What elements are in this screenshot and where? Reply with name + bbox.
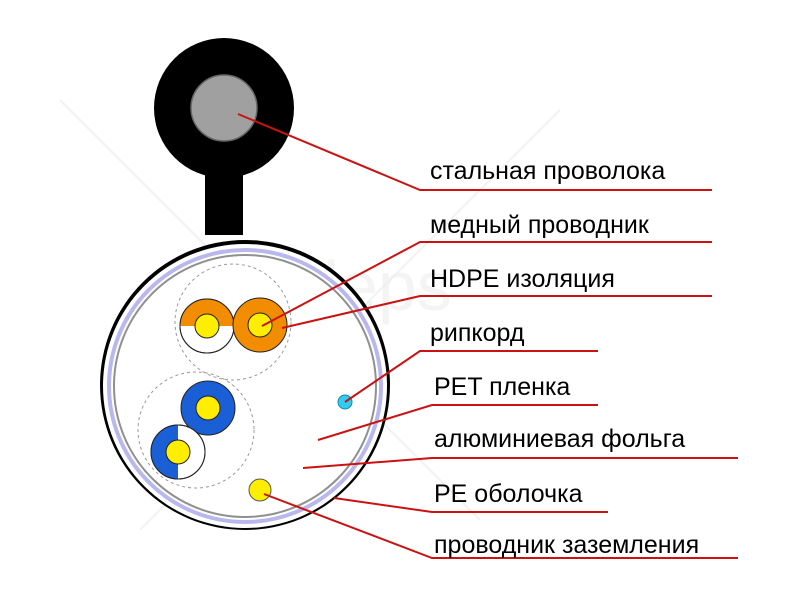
ground-conductor — [248, 478, 272, 502]
orange-pair-outline — [174, 263, 292, 381]
messenger-web — [205, 165, 243, 235]
label-pe-jacket: PE оболочка — [434, 480, 583, 508]
label-hdpe-insulation: HDPE изоляция — [430, 265, 615, 293]
leader-lines — [237, 113, 738, 559]
copper-core — [247, 312, 273, 338]
leader-hdpe-insulation — [281, 295, 712, 329]
core-interior — [103, 244, 387, 528]
blue-conductor — [180, 380, 236, 436]
copper-core — [165, 439, 191, 465]
label-pet-film: PET пленка — [434, 373, 571, 401]
leader-pet-film — [317, 404, 598, 441]
label-copper-conductor: медный проводник — [430, 211, 649, 239]
leader-copper-conductor — [261, 241, 712, 327]
copper-core — [195, 395, 221, 421]
steel-wire-core — [190, 74, 258, 142]
aluminum-foil-ring — [113, 254, 377, 518]
pet-film-ring — [107, 248, 383, 524]
leader-pe-jacket — [333, 497, 608, 513]
leader-steel-wire — [237, 113, 712, 191]
label-ground-conductor: проводник заземления — [434, 531, 700, 559]
messenger-wire — [154, 38, 294, 178]
leader-ground-conductor — [263, 493, 738, 559]
leader-aluminum-foil — [302, 457, 738, 469]
leader-ripcord — [344, 350, 598, 403]
orange-white-conductor — [179, 298, 235, 354]
blue-pair-outline — [137, 371, 255, 489]
label-aluminum-foil: алюминиевая фольга — [434, 425, 686, 453]
label-ripcord: рипкорд — [430, 319, 525, 347]
label-steel-wire: стальная проволока — [430, 157, 666, 185]
blue-white-conductor — [150, 424, 206, 480]
orange-conductor — [232, 297, 288, 353]
copper-core — [194, 313, 220, 339]
